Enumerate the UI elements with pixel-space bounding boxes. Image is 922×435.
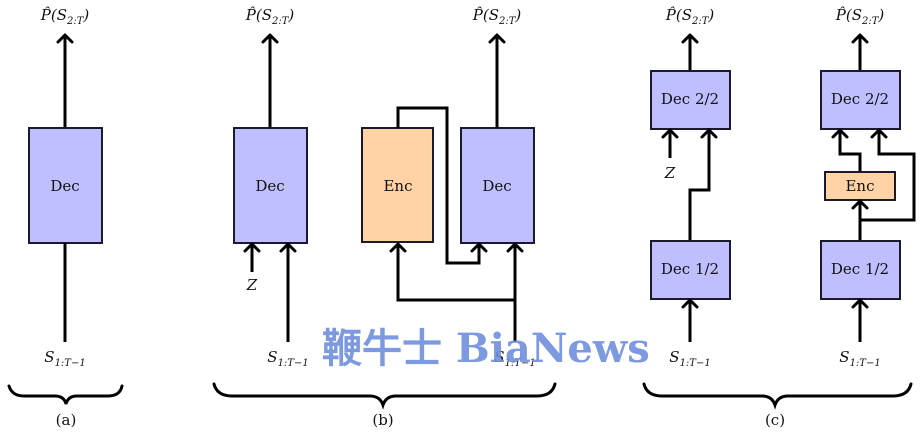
latent-label: Z [664, 164, 676, 182]
arrow-head-icon [506, 242, 524, 253]
arrow-head-icon [389, 242, 407, 253]
latent-label: Z [246, 276, 258, 294]
arrow-head-icon [681, 298, 699, 309]
panel-a: P̂(S2:T) Dec S1:T−1 (a) [7, 6, 124, 429]
brace-a [7, 384, 124, 405]
input-label: S1:T−1 [494, 348, 535, 369]
panel-c: P̂(S2:T) Dec 2/2 Z Dec 1/2 S1:T−1 P̂(S2:… [642, 6, 916, 429]
decoder-block [820, 240, 901, 300]
encoder-label: Enc [383, 177, 412, 195]
encoder-to-decoder-wire [838, 130, 862, 172]
decoder-label: Dec [482, 177, 511, 195]
arrow-head-icon [681, 33, 699, 44]
arrow-head-icon [851, 298, 869, 309]
output-label: P̂(S2:T) [245, 6, 295, 27]
arrow-head-icon [661, 128, 679, 139]
input-label: S1:T−1 [839, 348, 880, 369]
brace-b [212, 382, 557, 410]
decoder-label: Dec 2/2 [831, 90, 889, 108]
decoder-label: Dec 2/2 [661, 90, 719, 108]
output-label: P̂(S2:T) [835, 6, 885, 27]
decoder-label: Dec 1/2 [661, 260, 719, 278]
decoder-label: Dec [255, 177, 284, 195]
input-to-encoder-wire [396, 244, 515, 302]
decoder-label: Dec [50, 177, 79, 195]
input-label: S1:T−1 [44, 348, 85, 369]
arrow-head-icon [700, 128, 718, 139]
arrow-head-icon [488, 33, 506, 44]
decoder-label: Dec 1/2 [831, 260, 889, 278]
stage-connection-wire [688, 130, 711, 241]
arrow-head-icon [279, 242, 297, 253]
encoder-to-decoder-wire [396, 106, 481, 265]
arrow-head-icon [243, 242, 261, 253]
arrow-head-icon [261, 33, 279, 44]
arrow-head-icon [851, 33, 869, 44]
skip-connection-wire [860, 130, 916, 222]
arrow-head-icon [831, 128, 849, 139]
caption-b: (b) [372, 411, 393, 429]
encoder-label: Enc [845, 177, 874, 195]
arrow-head-icon [870, 128, 888, 139]
decoder-block [233, 127, 308, 244]
caption-c: (c) [765, 411, 785, 429]
output-label: P̂(S2:T) [665, 6, 715, 27]
output-label: P̂(S2:T) [472, 6, 522, 27]
arrow-head-icon [470, 242, 488, 253]
output-label: P̂(S2:T) [40, 6, 90, 27]
caption-a: (a) [56, 411, 77, 429]
panel-b: P̂(S2:T) Dec Z S1:T−1 Enc Dec P̂(S2:T) S… [212, 6, 557, 429]
watermark: 鞭牛士 BiaNews [322, 325, 650, 372]
decoder-block [460, 127, 535, 244]
arrow-head-icon [56, 33, 74, 44]
brace-c [642, 382, 913, 410]
input-label: S1:T−1 [267, 348, 308, 369]
input-label: S1:T−1 [669, 348, 710, 369]
decoder-block [820, 70, 901, 130]
decoder-block [28, 127, 103, 244]
encoder-block [361, 127, 434, 243]
decoder-block [650, 70, 731, 130]
arrow-head-icon [851, 199, 869, 210]
